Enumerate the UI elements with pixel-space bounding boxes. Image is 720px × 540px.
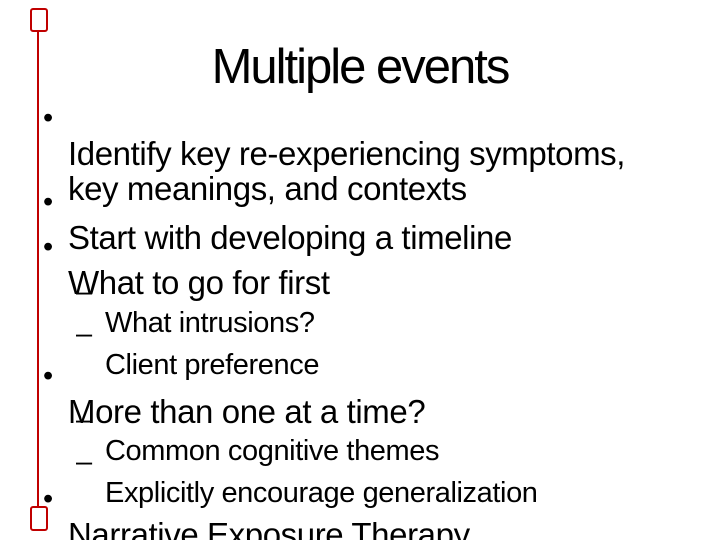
- bullet-item: • More than one at a time?: [0, 359, 720, 429]
- bullet-text: Explicitly encourage generalization: [105, 477, 538, 509]
- bullet-text: What intrusions?: [105, 307, 315, 339]
- sub-bullet-item: –What intrusions?: [0, 277, 720, 339]
- slide-title: Multiple events: [211, 40, 511, 94]
- bullet-item: • Start with developing a timeline: [0, 185, 720, 255]
- dash-icon: –: [76, 276, 93, 308]
- bullet-icon: •: [43, 231, 54, 263]
- bullet-item: • What to go for first: [0, 230, 720, 300]
- bullet-text: More than one at a time?: [68, 393, 426, 430]
- bullet-text: Identify key re-experiencing symptoms, k…: [68, 135, 626, 207]
- bullet-text: Client preference: [105, 349, 320, 381]
- bullet-icon: •: [43, 186, 54, 218]
- bullet-text: What to go for first: [68, 264, 330, 301]
- accent-box-bottom: [30, 506, 48, 531]
- dash-icon: –: [76, 318, 93, 350]
- bullet-icon: •: [43, 102, 54, 134]
- bullet-text: Narrative Exposure Therapy: [68, 516, 470, 540]
- bullet-item: • Narrative Exposure Therapy: [0, 482, 720, 540]
- sub-bullet-item: –Client preference: [0, 319, 720, 381]
- bullet-item: • Identify key re-experiencing symptoms, …: [0, 101, 720, 206]
- accent-box-top: [30, 8, 48, 32]
- sub-bullet-item: –Common cognitive themes: [0, 405, 720, 467]
- bullet-text: Common cognitive themes: [105, 435, 440, 467]
- bullet-text: Start with developing a timeline: [68, 219, 512, 256]
- bullet-icon: •: [43, 483, 54, 515]
- bullet-icon: •: [43, 360, 54, 392]
- sub-bullet-item: –Explicitly encourage generalization: [0, 447, 720, 509]
- accent-line: [37, 30, 39, 508]
- dash-icon: –: [76, 446, 93, 478]
- dash-icon: –: [76, 404, 93, 436]
